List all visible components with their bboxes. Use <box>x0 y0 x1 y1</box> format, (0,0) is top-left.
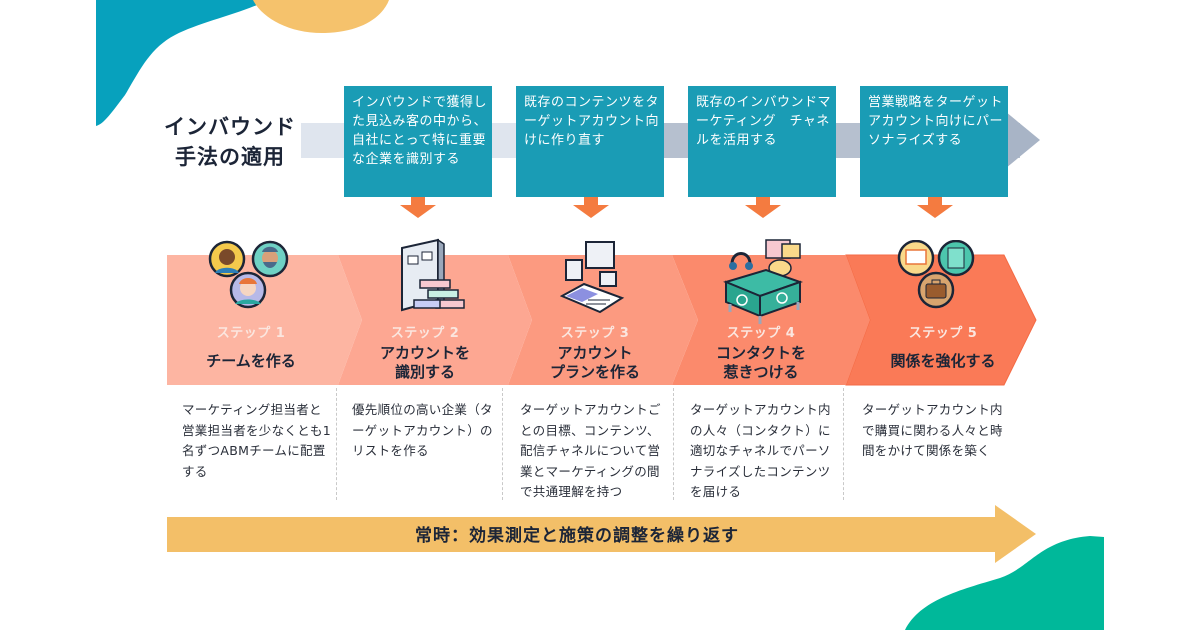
step-3-title: アカウント プランを作る <box>549 344 640 381</box>
inbound-heading: インバウンド 手法の適用 <box>160 112 300 172</box>
down-arrow-1 <box>400 196 436 218</box>
down-arrow-3 <box>745 196 781 218</box>
step-chevron-1 <box>167 255 362 385</box>
inbound-tactic-box-1: インバウンドで獲得した見込み客の中から、自社にとって特に重要な企業を識別する <box>344 86 492 197</box>
step-1-label: ステップ 1 <box>216 326 286 341</box>
step-5-label: ステップ 5 <box>908 326 978 341</box>
heading-line-1: インバウンド <box>164 115 296 139</box>
step-3-label: ステップ 3 <box>560 326 630 341</box>
bottom-banner-bar <box>167 517 997 552</box>
step-chevron-2 <box>338 255 532 385</box>
bottom-banner-text: 常時：効果測定と施策の調整を繰り返す <box>415 526 739 546</box>
inbound-tactic-box-2: 既存のコンテンツをターゲットアカウント向けに作り直す <box>516 86 664 197</box>
step-1-description: マーケティング担当者と営業担当者を少なくとも1名ずつABMチームに配置する <box>182 402 332 479</box>
plan-documents-icon <box>560 241 625 314</box>
step-2-description: 優先順位の高い企業（ターゲットアカウント）のリストを作る <box>352 402 493 458</box>
down-arrow-2 <box>573 196 609 218</box>
bottom-banner-arrowhead <box>995 505 1036 563</box>
down-arrow-4 <box>917 196 953 218</box>
yellow-blob-top <box>253 0 389 34</box>
step-2-label: ステップ 2 <box>390 326 460 341</box>
divider <box>673 388 674 500</box>
step-1-title: チームを作る <box>206 352 296 370</box>
step-3-description: ターゲットアカウントごとの目標、コンテンツ、配信チャネルについて営業とマーケティ… <box>520 402 661 499</box>
step-4-title: コンタクトを 惹きつける <box>715 344 806 381</box>
contact-desk-icon <box>723 239 804 324</box>
step-chevron-3 <box>508 255 698 385</box>
relationship-icons <box>897 240 975 309</box>
step-4-description: ターゲットアカウント内の人々（コンタクト）に適切なチャネルでパーソナライズしたコ… <box>690 402 831 499</box>
step-5-description: ターゲットアカウント内で購買に関わる人々と時間をかけて関係を築く <box>862 402 1003 458</box>
heading-line-2: 手法の適用 <box>175 145 285 169</box>
step-4-label: ステップ 4 <box>726 326 796 341</box>
step-2-title: アカウントを 識別する <box>379 344 470 381</box>
divider <box>502 388 503 500</box>
step-5-title: 関係を強化する <box>890 352 996 370</box>
teal-blob-top-left <box>96 0 268 126</box>
inbound-tactic-box-3: 既存のインバウンドマーケティング チャネルを活用する <box>688 86 836 197</box>
green-blob-bottom-right <box>905 536 1104 630</box>
step-chevron-4 <box>672 255 870 385</box>
account-board-icon <box>401 238 465 312</box>
inbound-gray-arrowhead <box>1000 107 1040 173</box>
team-avatars-icon <box>208 240 289 309</box>
inbound-tactic-box-4: 営業戦略をターゲットアカウント向けにパーソナライズする <box>860 86 1008 197</box>
divider <box>843 388 844 500</box>
divider <box>336 388 337 500</box>
